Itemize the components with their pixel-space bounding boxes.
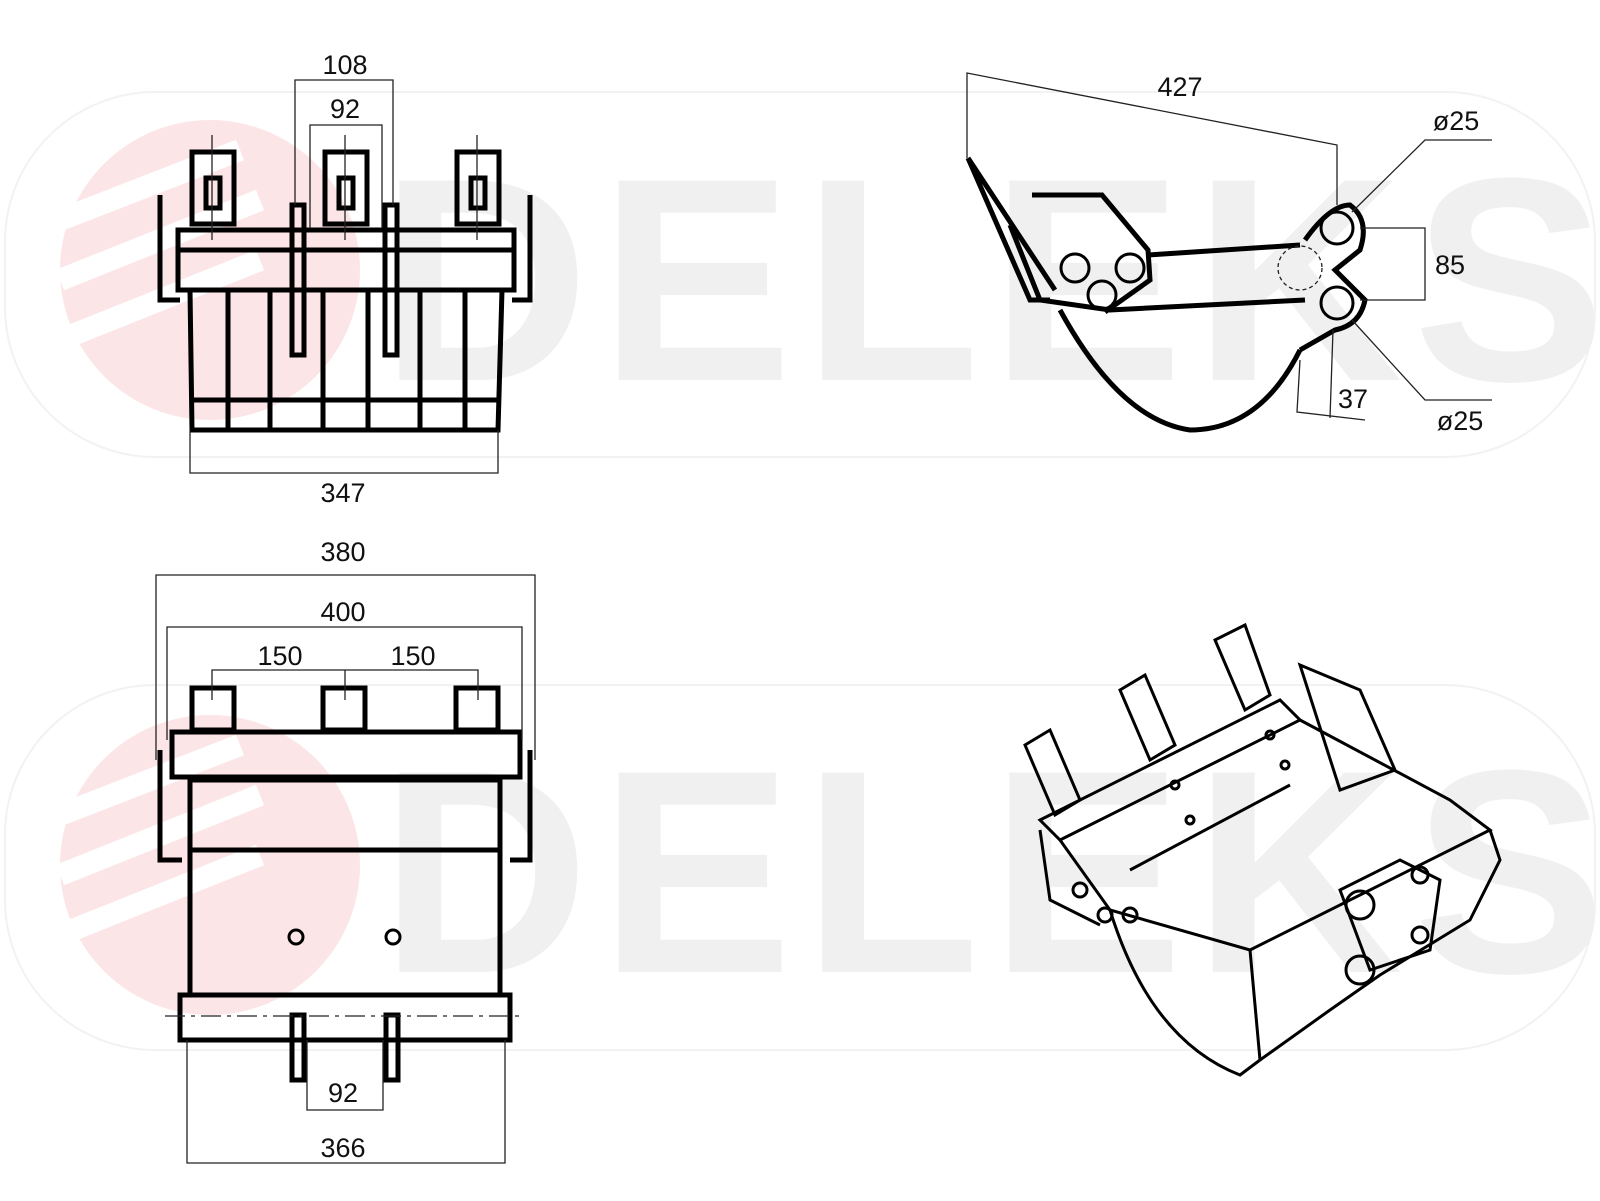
dim-92-bottom: 92 [328,1078,358,1108]
isometric-view [1023,622,1502,1077]
dim-diameter-bottom: ø25 [1437,406,1484,436]
deleks-logo-icon [55,715,360,1015]
dim-400: 400 [320,597,365,627]
watermark-bottom: DELEKS [4,684,1600,1051]
dim-366: 366 [320,1133,365,1163]
top-view: 380 400 150 150 92 366 [155,537,536,1164]
side-view: 427 ø25 85 37 ø25 [965,72,1492,436]
watermark-brand: DELEKS [380,710,1600,1034]
watermark-brand: DELEKS [380,118,1600,442]
dim-380: 380 [320,537,365,567]
dim-diameter-top: ø25 [1433,106,1480,136]
front-view: 108 92 347 [157,50,533,508]
dim-37: 37 [1338,384,1368,414]
dim-150-left: 150 [257,641,302,671]
dim-150-right: 150 [390,641,435,671]
deleks-logo-icon [55,120,360,420]
dim-108: 108 [322,50,367,80]
dim-427: 427 [1157,72,1202,102]
dim-85: 85 [1435,250,1465,280]
dim-347: 347 [320,478,365,508]
watermark-top: DELEKS [4,91,1600,458]
dim-92-top: 92 [330,94,360,124]
